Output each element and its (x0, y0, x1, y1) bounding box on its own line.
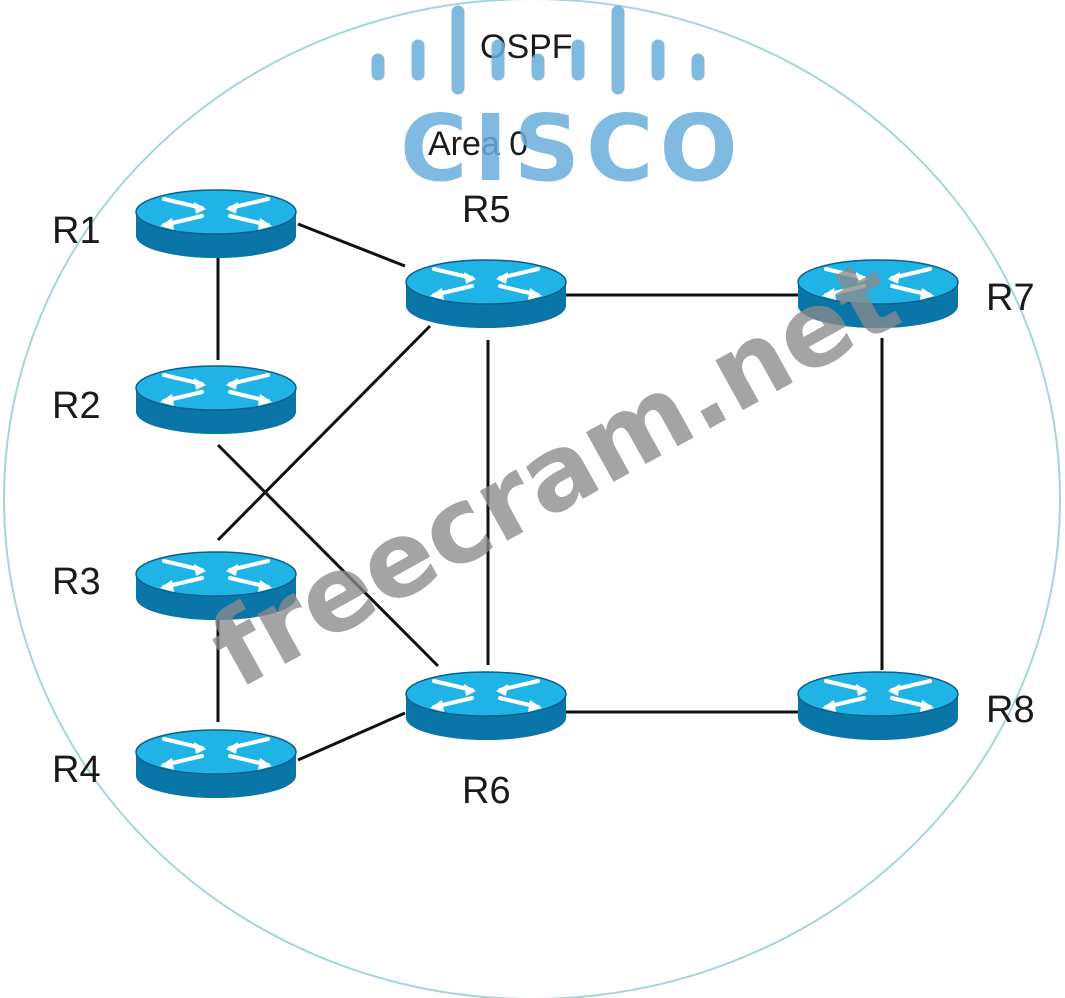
router-r4[interactable] (134, 728, 298, 800)
router-r8[interactable] (796, 670, 960, 742)
router-r2[interactable] (134, 364, 298, 436)
router-label-r5: R5 (462, 189, 511, 231)
router-r6[interactable] (404, 670, 568, 742)
link-r3-r5 (216, 324, 432, 542)
router-label-r7: R7 (986, 277, 1035, 319)
cisco-logo-text: CISCO (400, 95, 744, 202)
router-label-r6: R6 (462, 770, 511, 812)
area-name-label: Area 0 (428, 125, 528, 163)
router-label-r4: R4 (52, 749, 101, 791)
link-r4-r6 (297, 711, 406, 762)
router-label-r2: R2 (52, 385, 101, 427)
link-r2-r6 (216, 443, 440, 668)
links (216, 222, 884, 762)
router-label-r1: R1 (52, 210, 101, 252)
cisco-logo-watermark: CISCO (371, 5, 744, 202)
router-r1[interactable] (134, 188, 298, 260)
ospf-area-boundary (3, 0, 1061, 998)
router-r5[interactable] (404, 258, 568, 330)
router-label-r8: R8 (986, 689, 1035, 731)
link-r1-r5 (297, 222, 406, 268)
router-label-r3: R3 (52, 561, 101, 603)
